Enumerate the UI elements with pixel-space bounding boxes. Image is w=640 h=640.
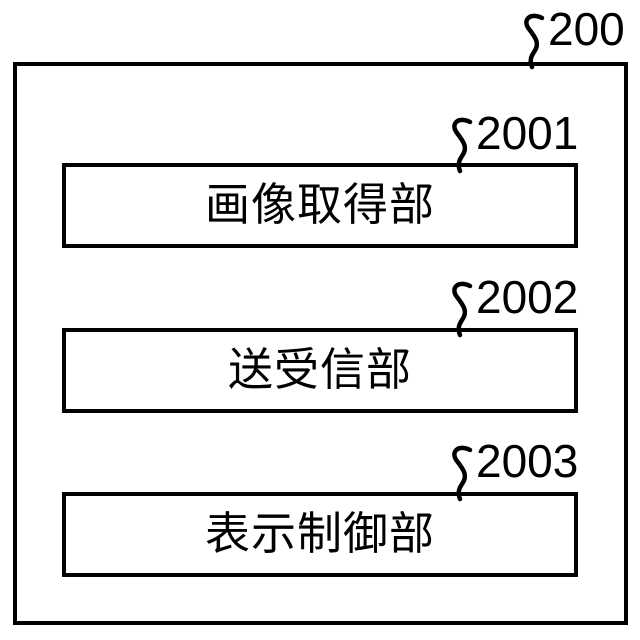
callout-number-200: 200 bbox=[548, 3, 625, 55]
leader-line-icon bbox=[448, 278, 478, 343]
leader-line-icon bbox=[448, 114, 478, 179]
callout-number-2001: 2001 bbox=[476, 107, 579, 159]
leader-line-icon bbox=[520, 10, 550, 75]
leader-line-icon bbox=[448, 442, 478, 507]
unit-box-2001: 画像取得部 bbox=[62, 163, 578, 248]
unit-box-2002: 送受信部 bbox=[62, 328, 578, 413]
callout-number-2002: 2002 bbox=[476, 271, 579, 323]
callout-number-2003: 2003 bbox=[476, 435, 579, 487]
unit-label-2001: 画像取得部 bbox=[204, 178, 435, 231]
unit-label-2003: 表示制御部 bbox=[204, 507, 435, 560]
unit-box-2003: 表示制御部 bbox=[62, 492, 578, 577]
unit-label-2002: 送受信部 bbox=[227, 343, 412, 396]
